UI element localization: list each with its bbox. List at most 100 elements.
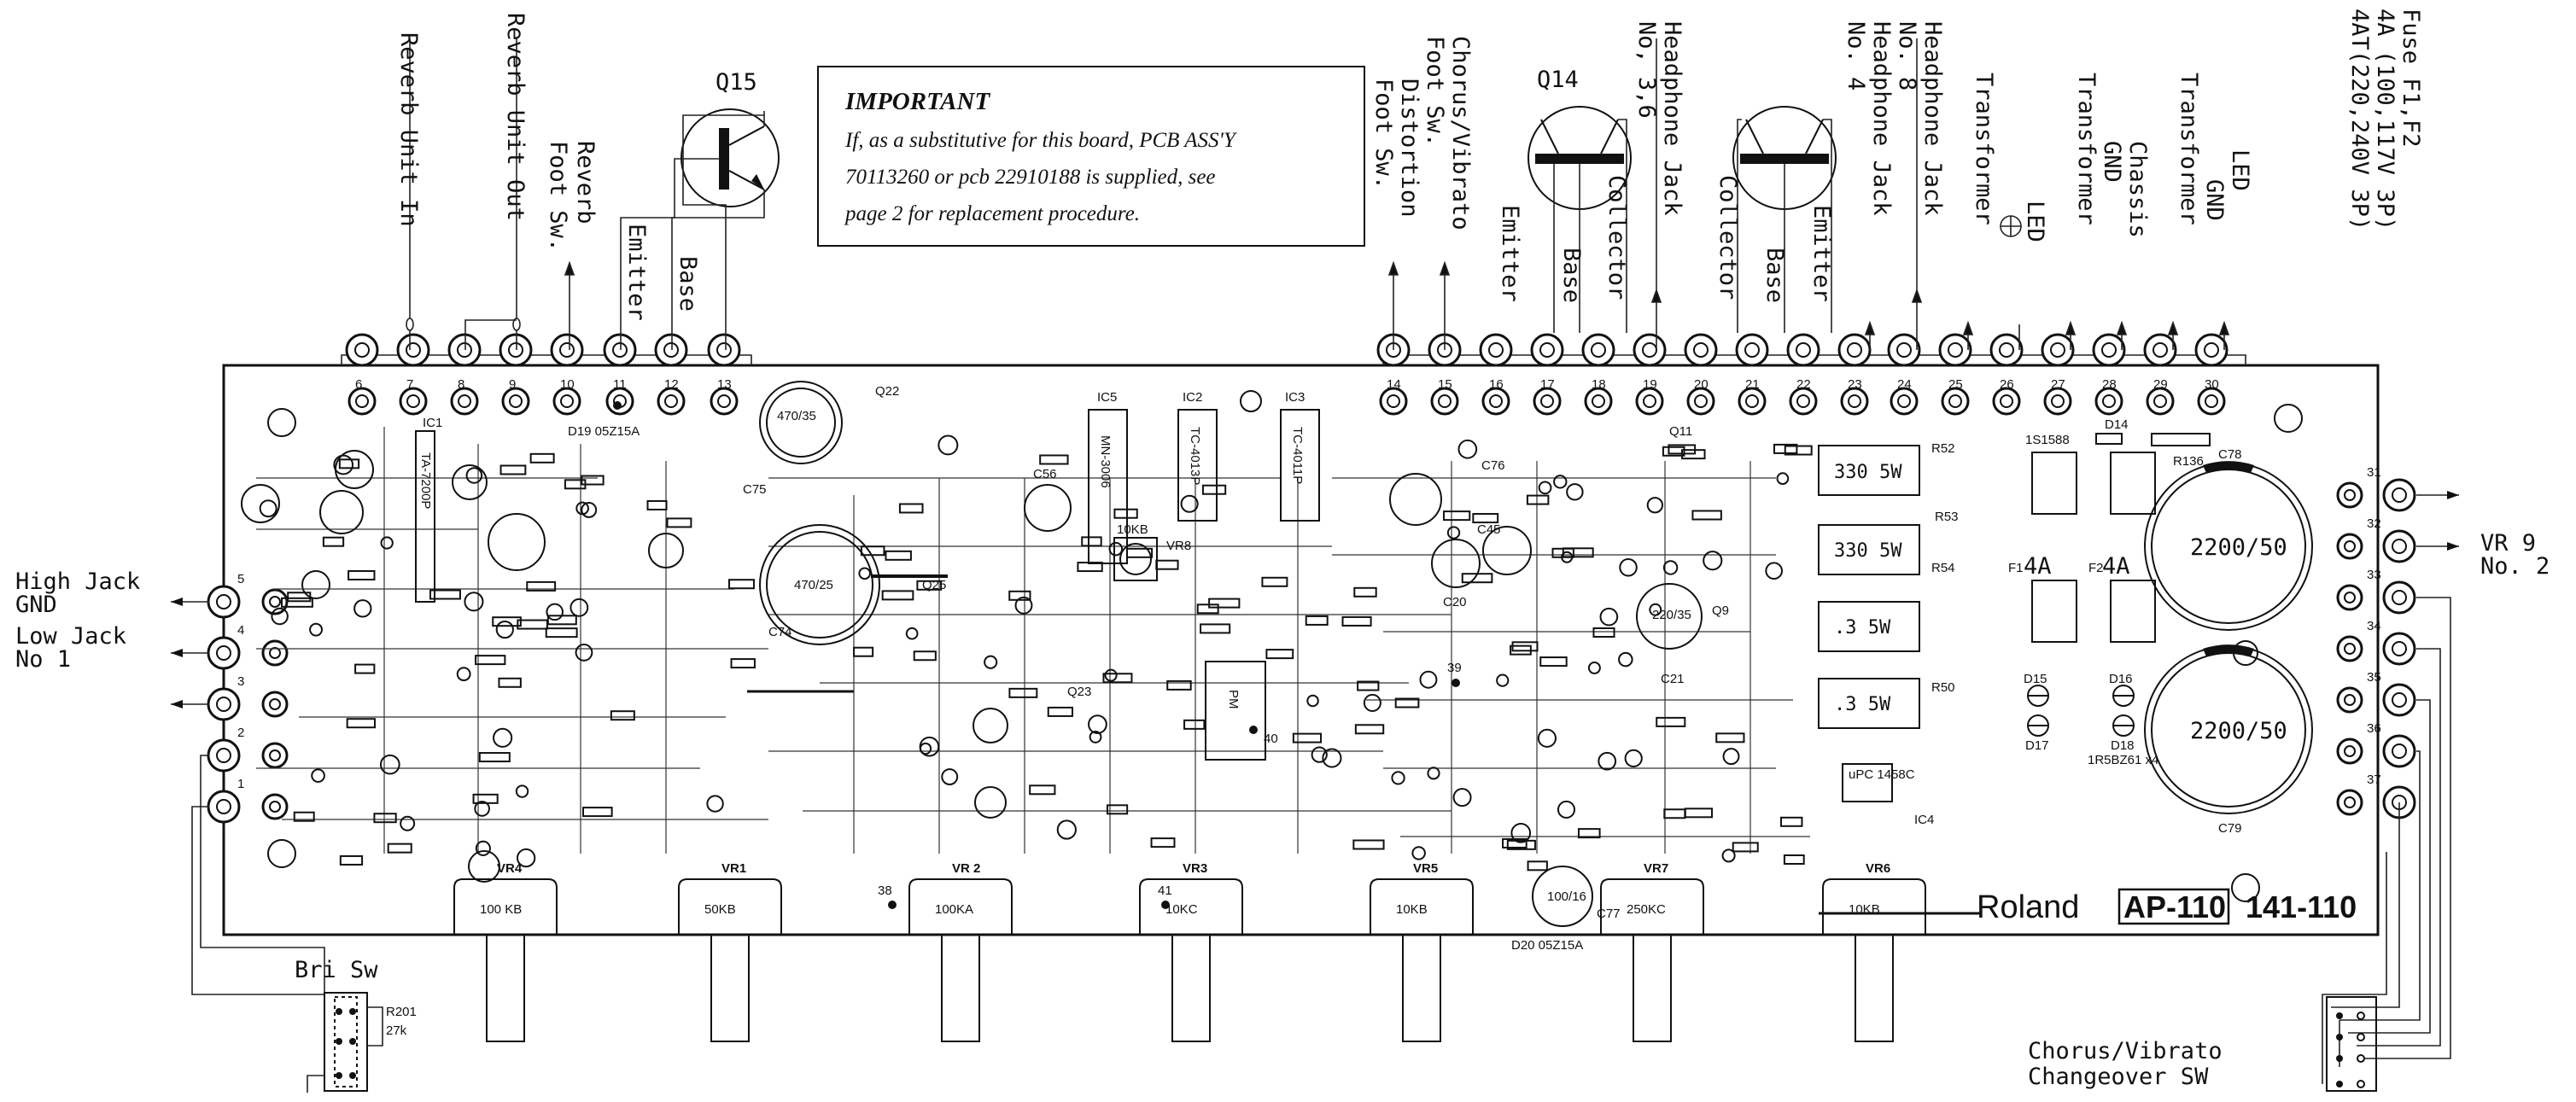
capacitor-part xyxy=(1088,714,1107,734)
resistor-part xyxy=(1292,732,1323,743)
resistor-part xyxy=(1039,454,1069,465)
resistor-part xyxy=(1592,627,1615,638)
capacitor-part xyxy=(1553,475,1568,489)
resistor-part xyxy=(1183,719,1206,730)
resistor-part xyxy=(666,517,692,528)
r52-label: R52 xyxy=(1931,441,1955,456)
capacitor-part xyxy=(309,622,323,637)
capacitor-part xyxy=(1649,603,1662,616)
bri-sw-label: Bri Sw xyxy=(295,957,378,983)
label-headphone-no-4: No. 4 xyxy=(1843,21,1869,90)
label-headphone-jack-36: Headphone Jack xyxy=(1659,21,1685,216)
label-q14-base-right: Base xyxy=(1761,248,1788,303)
r50-label: R50 xyxy=(1931,680,1955,695)
top-labels: Reverb Unit In Reverb Unit Out Reverb Fo… xyxy=(395,9,2424,321)
resistor-part xyxy=(1047,706,1074,717)
test-point-40: 40 xyxy=(1264,732,1278,746)
top-pin-24: 24 xyxy=(1887,333,1921,416)
resistor-part xyxy=(581,807,613,818)
top-pin-number: 6 xyxy=(355,377,362,392)
capacitor-part xyxy=(333,454,354,475)
left-pin-number: 1 xyxy=(237,777,244,791)
capacitor-part xyxy=(353,599,372,618)
pot-value: 50KB xyxy=(704,902,736,917)
top-pin-number: 8 xyxy=(458,377,464,392)
top-pin-30: 30 xyxy=(2194,333,2228,416)
capacitor-part xyxy=(1419,670,1438,689)
capacitor-part xyxy=(1721,848,1736,863)
label-headphone-jack-4: Headphone Jack xyxy=(1868,21,1895,216)
r50-value: .3 5W xyxy=(1834,694,1891,715)
c21-label: C21 xyxy=(1661,672,1685,686)
capacitor-part xyxy=(905,627,919,640)
r54-label: R54 xyxy=(1931,561,1955,575)
resistor-part xyxy=(1715,732,1745,743)
mounting-hole xyxy=(267,839,296,868)
note-line-3: page 2 for replacement procedure. xyxy=(844,202,1140,225)
resistor-part xyxy=(1200,623,1231,634)
pot-name: VR7 xyxy=(1644,861,1668,876)
resistor-part xyxy=(1662,446,1685,457)
small-parts xyxy=(259,434,1813,872)
capacitor-part xyxy=(1089,730,1102,743)
capacitor-part xyxy=(311,768,325,783)
resistor-part xyxy=(1527,860,1548,872)
resistor-part xyxy=(1551,547,1574,558)
label-reverb-in: Reverb Unit In xyxy=(395,32,422,227)
capacitor-part xyxy=(1496,673,1510,687)
label-q15-emitter: Emitter xyxy=(623,224,650,321)
diodes-label: 1R5BZ61 x4 xyxy=(2088,753,2158,767)
top-pin-number: 17 xyxy=(1540,377,1555,392)
c45-label: C45 xyxy=(1477,522,1501,537)
resistor-part xyxy=(387,843,412,854)
resistor-part xyxy=(373,813,397,824)
c77-label: C77 xyxy=(1597,907,1621,921)
right-pin-number: 34 xyxy=(2367,619,2381,633)
label-high-jack: High Jack xyxy=(15,568,140,595)
resistor-part xyxy=(1155,559,1179,570)
c74-value: 470/25 xyxy=(794,578,833,592)
top-pin-number: 7 xyxy=(406,377,413,392)
label-q14-collector-right: Collector xyxy=(1714,175,1741,300)
capacitor-part xyxy=(941,768,959,785)
r54-value: .3 5W xyxy=(1834,617,1891,638)
capacitor-part xyxy=(1722,748,1740,766)
note-line-2: 70113260 or pcb 22910188 is supplied, se… xyxy=(845,166,1216,189)
top-pin-10: 10 xyxy=(550,333,584,416)
c77-value: 100/16 xyxy=(1547,889,1586,904)
c75-label: C75 xyxy=(743,482,767,497)
resistor-part xyxy=(916,580,943,591)
capacitor-part xyxy=(1618,651,1633,668)
left-pin-4: 4 xyxy=(207,623,289,670)
label-headphone-no-36: No, 3,6 xyxy=(1633,21,1660,119)
resistor-part xyxy=(881,590,914,601)
vr8-value: 10KB xyxy=(1117,522,1148,537)
capacitor-part xyxy=(858,567,872,580)
label-chassis-gnd: GND xyxy=(2099,141,2125,183)
resistor-part xyxy=(1102,673,1133,684)
capacitor-part xyxy=(271,607,289,626)
top-pin-19: 19 xyxy=(1633,333,1667,416)
top-leader-lines xyxy=(406,38,2230,350)
pot-value: 100 KB xyxy=(480,902,522,917)
c78-value: 2200/50 xyxy=(2190,534,2287,561)
r52-value: 330 5W xyxy=(1834,462,1902,483)
label-headphone-jack-8: Headphone Jack xyxy=(1919,21,1946,216)
c21-value: 220/35 xyxy=(1652,608,1691,622)
resistor-part xyxy=(1029,784,1056,796)
label-fuse-4at: 4AT(220,240V 3P) xyxy=(2346,9,2373,230)
resistor-part xyxy=(730,658,756,669)
resistor-part xyxy=(898,503,924,514)
capacitor-part xyxy=(400,815,416,831)
capacitor-part xyxy=(1662,560,1679,575)
vr8-label: VR8 xyxy=(1166,539,1191,553)
top-pin-27: 27 xyxy=(2041,333,2075,416)
capacitor-part xyxy=(706,795,724,813)
ic2-part: TC-4013P xyxy=(1188,427,1202,485)
resistor-part xyxy=(498,677,522,688)
top-pin-11: 11 xyxy=(603,333,637,416)
label-q14-collector-left: Collector xyxy=(1603,175,1630,300)
capacitor-part xyxy=(1566,483,1584,501)
